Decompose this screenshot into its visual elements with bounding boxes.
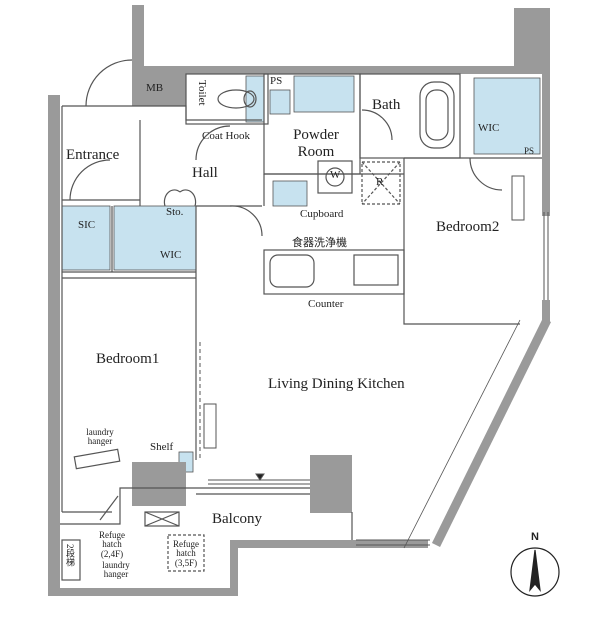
label-ps-top: PS: [270, 75, 283, 87]
label-refuge-hatch-a: Refuge hatch (2,4F): [99, 530, 125, 559]
label-laundry-hanger-b: laundry hanger: [102, 560, 130, 580]
label-shelf: Shelf: [150, 441, 174, 453]
label-balcony: Balcony: [212, 511, 262, 527]
label-mb: MB: [146, 82, 164, 94]
label-compass-n: N: [531, 531, 539, 543]
label-ps-right: PS: [524, 146, 535, 156]
diagonal-wall: [403, 318, 552, 549]
label-ldk: Living Dining Kitchen: [268, 376, 405, 392]
label-sic: SIC: [78, 219, 96, 231]
label-refuge-hatch-b: Refuge hatch (3,5F): [173, 539, 199, 568]
windows: [199, 175, 549, 546]
label-cupboard: Cupboard: [300, 208, 344, 220]
label-w: W: [330, 169, 341, 181]
label-sto: Sto.: [166, 206, 184, 218]
label-counter: Counter: [308, 298, 344, 310]
label-dishwasher: 食器洗浄機: [292, 237, 347, 249]
label-bath: Bath: [372, 97, 401, 113]
label-coat-hook: Coat Hook: [202, 130, 250, 142]
label-entrance: Entrance: [66, 147, 120, 163]
label-wic-top: WIC: [478, 122, 500, 134]
label-laundry-hanger: laundry hanger: [86, 427, 114, 447]
label-powder-room: Powder Room: [293, 127, 339, 161]
interior-walls: [60, 59, 542, 581]
storage-areas: [61, 75, 541, 473]
walls: [48, 5, 550, 596]
label-bedroom2: Bedroom2: [436, 219, 500, 235]
label-stair: 2段梯: [65, 544, 75, 567]
label-r: R: [376, 176, 384, 188]
label-wic-left: WIC: [160, 249, 182, 261]
label-hall: Hall: [192, 165, 218, 181]
label-bedroom1: Bedroom1: [96, 351, 160, 367]
compass-icon: [510, 547, 560, 597]
label-toilet: Toilet: [196, 80, 208, 106]
